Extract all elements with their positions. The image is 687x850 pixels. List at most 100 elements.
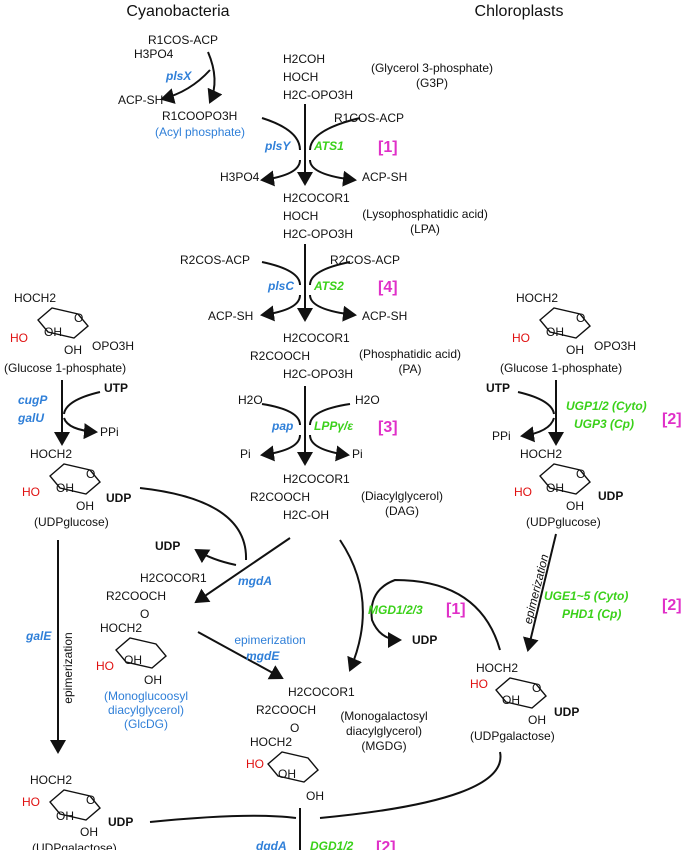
acp-sh-3: ACP-SH: [208, 309, 253, 323]
glcdg-line3: O: [140, 607, 149, 621]
enzyme-mgde: mgdE: [246, 649, 280, 663]
udpgal-right-o: O: [532, 681, 541, 695]
mgdg-hoch2: HOCH2: [250, 735, 292, 749]
udpglc-right-udp: UDP: [598, 489, 623, 503]
udpglc-right-o: O: [576, 467, 585, 481]
udpgal-right-oh1: OH: [502, 693, 520, 707]
udpgal-left-name: (UDPgalactose): [32, 841, 117, 850]
lpa-line2: HOCH: [283, 209, 318, 223]
glc1p-left-oh1: OH: [44, 325, 62, 339]
glc1p-left-o: O: [74, 311, 83, 325]
lpa-line3: H2C-OPO3H: [283, 227, 353, 241]
header-cyanobacteria: Cyanobacteria: [126, 3, 229, 20]
mgdg-line1: H2COCOR1: [288, 685, 355, 699]
dag-name: (Diacylglycerol): [361, 489, 443, 503]
mgdg-name-2: diacylglycerol): [346, 724, 422, 738]
h2o-left: H2O: [238, 393, 263, 407]
r2cos-acp-right: R2COS-ACP: [330, 253, 400, 267]
udpglc-right-ho: HO: [514, 485, 532, 499]
glc1p-left-name: (Glucose 1-phosphate): [4, 361, 126, 375]
enzyme-cugp: cugP: [18, 393, 48, 407]
dag-line2: R2COOCH: [250, 490, 310, 504]
enzyme-phd1: PHD1 (Cp): [562, 607, 621, 621]
epimerization-mgde: epimerization: [234, 633, 305, 647]
acp-sh-4: ACP-SH: [362, 309, 407, 323]
pa-line2: R2COOCH: [250, 349, 310, 363]
udpglc-right-name: (UDPglucose): [526, 515, 601, 529]
glcdg-name-3: (GlcDG): [124, 717, 168, 731]
glc1p-left-opo3h: OPO3H: [92, 339, 134, 353]
glc1p-right-name: (Glucose 1-phosphate): [500, 361, 622, 375]
enzyme-plsx: plsX: [165, 69, 192, 83]
ref-1b: [1]: [446, 601, 466, 618]
enzyme-uge: UGE1~5 (Cyto): [544, 589, 628, 603]
pa-name: (Phosphatidic acid): [359, 347, 461, 361]
enzyme-ats1: ATS1: [313, 139, 344, 153]
glc1p-right-ho: HO: [512, 331, 530, 345]
g3p-name: (Glycerol 3-phosphate): [371, 61, 493, 75]
udpglc-left-udp: UDP: [106, 491, 131, 505]
udpgal-right-oh2: OH: [528, 713, 546, 727]
enzyme-mgda: mgdA: [238, 574, 272, 588]
ref-2a: [2]: [662, 411, 682, 428]
lpa-abbr: (LPA): [410, 222, 440, 236]
ref-1: [1]: [378, 139, 398, 156]
glcdg-ho: HO: [96, 659, 114, 673]
mgdg-ho: HO: [246, 757, 264, 771]
pi-left: Pi: [240, 447, 251, 461]
g3p-line3: H2C-OPO3H: [283, 88, 353, 102]
glc1p-right-opo3h: OPO3H: [594, 339, 636, 353]
glc1p-left-hoch2: HOCH2: [14, 291, 56, 305]
pi-right: Pi: [352, 447, 363, 461]
enzyme-ugp3: UGP3 (Cp): [574, 417, 634, 431]
udp-mgd: UDP: [412, 633, 437, 647]
glc1p-right-oh1: OH: [546, 325, 564, 339]
glc1p-left-ho: HO: [10, 331, 28, 345]
acp-sh-1: ACP-SH: [118, 93, 163, 107]
udpglc-right-oh2: OH: [566, 499, 584, 513]
udpgal-left-oh1: OH: [56, 809, 74, 823]
udp-mgda: UDP: [155, 539, 180, 553]
ref-4: [4]: [378, 279, 398, 296]
mgdg-oh2: OH: [306, 789, 324, 803]
enzyme-dgda: dgdA: [256, 839, 287, 850]
glc1p-left-oh2: OH: [64, 343, 82, 357]
udpgal-right-ho: HO: [470, 677, 488, 691]
mgdg-line3: O: [290, 721, 299, 735]
glc1p-right-oh2: OH: [566, 343, 584, 357]
udpgal-right-udp: UDP: [554, 705, 579, 719]
epimerization-gale: epimerization: [61, 632, 75, 703]
mgdg-line2: R2COOCH: [256, 703, 316, 717]
ref-2c: [2]: [376, 839, 396, 850]
dag-abbr: (DAG): [385, 504, 419, 518]
enzyme-dgd12: DGD1/2: [310, 839, 354, 850]
glcdg-oh1: OH: [124, 653, 142, 667]
enzyme-mgd123: MGD1/2/3: [368, 603, 423, 617]
udpglc-left-oh2: OH: [76, 499, 94, 513]
acp-sh-2: ACP-SH: [362, 170, 407, 184]
g3p-abbr: (G3P): [416, 76, 448, 90]
r1cos-acp-right: R1COS-ACP: [334, 111, 404, 125]
udpgal-left-hoch2: HOCH2: [30, 773, 72, 787]
r1cos-acp-top: R1COS-ACP: [148, 33, 218, 47]
glcdg-oh2: OH: [144, 673, 162, 687]
enzyme-pap: pap: [271, 419, 293, 433]
pa-line1: H2COCOR1: [283, 331, 350, 345]
udpgal-right-hoch2: HOCH2: [476, 661, 518, 675]
udpgal-left-o: O: [86, 793, 95, 807]
glcdg-line2: R2COOCH: [106, 589, 166, 603]
enzyme-lpp: LPPγ/ε: [314, 419, 353, 433]
dag-line1: H2COCOR1: [283, 472, 350, 486]
udpgal-left-ho: HO: [22, 795, 40, 809]
enzyme-galu: galU: [17, 411, 44, 425]
pa-abbr: (PA): [398, 362, 421, 376]
udpglc-left-oh1: OH: [56, 481, 74, 495]
udpglc-left-ho: HO: [22, 485, 40, 499]
enzyme-ats2: ATS2: [313, 279, 344, 293]
udpglc-left-hoch2: HOCH2: [30, 447, 72, 461]
lpa-name: (Lysophosphatidic acid): [362, 207, 488, 221]
mgdg-name-3: (MGDG): [361, 739, 406, 753]
pa-line3: H2C-OPO3H: [283, 367, 353, 381]
udpgal-right-name: (UDPgalactose): [470, 729, 555, 743]
utp-left: UTP: [104, 381, 128, 395]
